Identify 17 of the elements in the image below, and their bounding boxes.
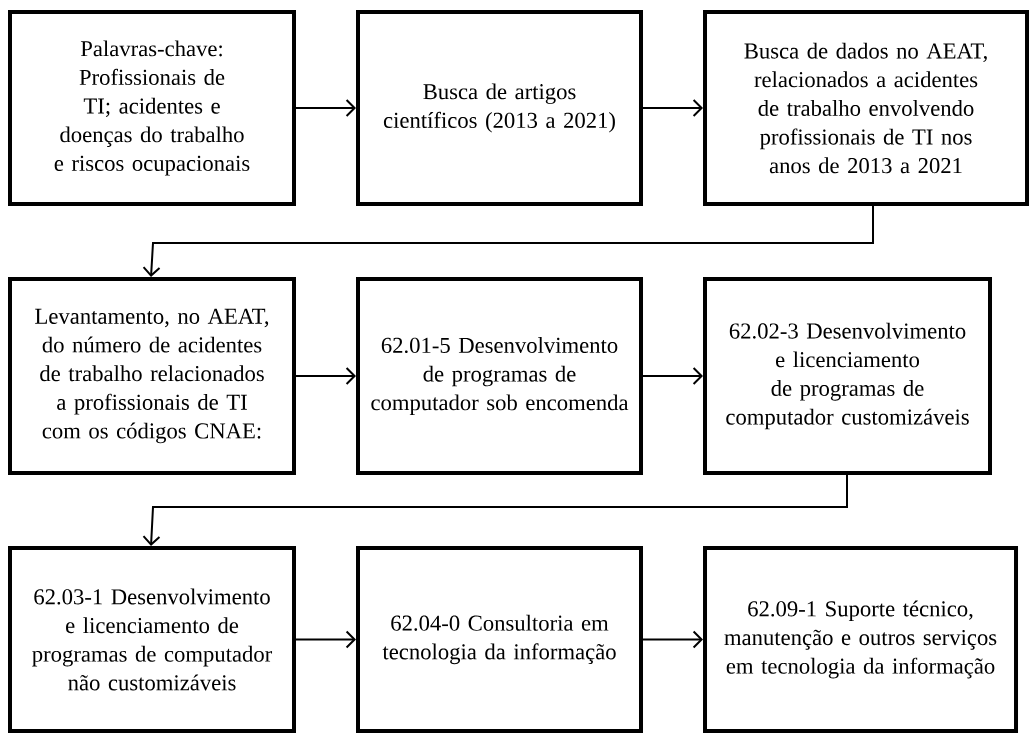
arrow (642, 630, 703, 649)
process-box: 62.03-1 Desenvolvimento e licenciamento de programas de computador não customizáveis (8, 546, 296, 733)
process-box: Levantamento, no AEAT, do número de acidentes de trabalho relacionados a profissionais de TI com os códigos CNAE: (8, 277, 296, 475)
arrow (642, 367, 703, 385)
arrow (295, 99, 356, 117)
arrow (295, 367, 356, 385)
process-box: Busca de artigos científicos (2013 a 2021) (356, 10, 643, 206)
arrow (142, 205, 874, 277)
arrow (295, 630, 356, 649)
process-box: 62.04-0 Consultoria em tecnologia da informação (356, 546, 643, 733)
process-box: 62.09-1 Suporte técnico, manutenção e outros serviços em tecnologia da informação (703, 546, 1018, 733)
process-box: Palavras-chave: Profissionais de TI; acidentes e doenças do trabalho e riscos ocupacionais (8, 10, 296, 206)
process-box: 62.02-3 Desenvolvimento e licenciamento de programas de computador customizáveis (703, 277, 992, 475)
process-box: Busca de dados no AEAT, relacionados a acidentes de trabalho envolvendo profissionais de TI nos anos de 2013 a 2021 (703, 10, 1029, 206)
arrow (642, 99, 703, 117)
process-box: 62.01-5 Desenvolvimento de programas de computador sob encomenda (356, 277, 643, 475)
arrow (142, 474, 848, 546)
